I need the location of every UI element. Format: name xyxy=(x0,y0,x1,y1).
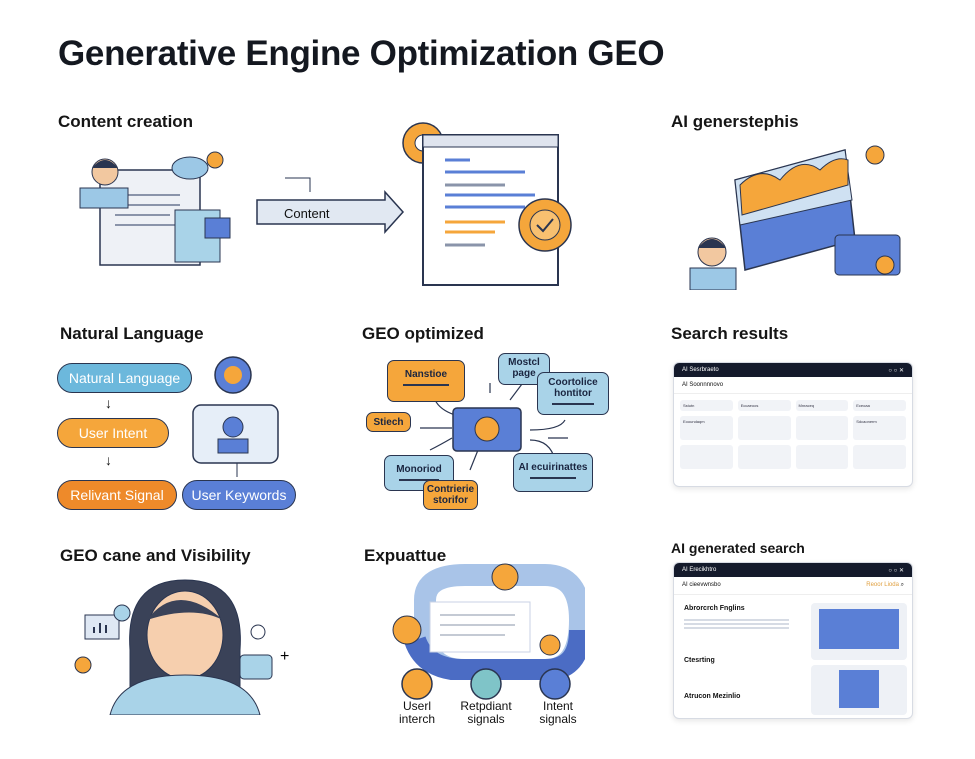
window-subtitle: AI Soonnnnovo xyxy=(682,382,724,388)
result-tiles: Sstutn Eccaeoos Mnraceq Eceoaa Eooundaqm… xyxy=(674,394,912,475)
feedback-loop-illustration xyxy=(392,563,585,680)
arrow-down-icon: ↓ xyxy=(105,452,112,468)
result-tile[interactable]: Eceoaa xyxy=(853,400,906,411)
section-title-ai-generated-search: AI generated search xyxy=(671,540,805,556)
arrow-down-icon: ↓ xyxy=(105,395,112,411)
result-tile[interactable] xyxy=(795,445,849,469)
geo-card-nanstioe: Nanstioe xyxy=(387,360,465,402)
result-tile[interactable]: Eooundaqm xyxy=(680,416,733,440)
result-tile-chart[interactable] xyxy=(737,445,791,469)
caption-retpdiant-signals: Retpdiant signals xyxy=(460,699,512,726)
content-arrow-label: Content xyxy=(284,206,330,221)
result-tile[interactable]: Eccaeoos xyxy=(737,400,791,411)
page-title: Generative Engine Optimization GEO xyxy=(58,34,665,73)
result-image xyxy=(811,665,907,715)
ai-gen-illustration xyxy=(689,145,901,290)
svg-text:+: + xyxy=(280,648,289,665)
result-tile-chart[interactable] xyxy=(853,445,906,469)
geo-card-ai-ecuirinattes: AI ecuirinattes xyxy=(513,453,593,492)
caption-intent-signals: Intent signals xyxy=(539,699,577,726)
caption-userl-interch: Userl interch xyxy=(398,699,436,726)
window-controls[interactable]: ○ ○ ✕ xyxy=(888,567,904,574)
result-tile[interactable] xyxy=(680,445,733,469)
geo-card-stiech: Stiech xyxy=(366,412,411,432)
geo-card-contrierie: Contrierie storifor xyxy=(423,480,478,510)
result-tile-chart[interactable] xyxy=(737,416,791,440)
nav-link[interactable]: Reoor xyxy=(866,582,883,588)
result-image xyxy=(811,603,907,660)
window-title: AI Erecikhtro xyxy=(682,567,717,573)
card-label: Monoriod xyxy=(396,464,442,475)
signal-icons xyxy=(401,668,571,700)
document-with-gears-illustration xyxy=(402,122,572,286)
pill-natural-language: Natural Language xyxy=(57,363,192,393)
window-title: AI Sesrbraeto xyxy=(682,367,719,373)
result-tile-chart[interactable] xyxy=(795,416,849,440)
search-icon[interactable]: ⌕ xyxy=(900,582,904,588)
geo-card-coortolice: Coortolice hontitor xyxy=(537,372,609,415)
search-results-window: AI Sesrbraeto ○ ○ ✕ AI Soonnnnovo Sstutn … xyxy=(673,362,913,487)
section-title-search-results: Search results xyxy=(671,324,789,343)
card-label: AI ecuirinattes xyxy=(518,462,588,473)
section-title-geo-optimized: GEO optimized xyxy=(362,324,484,343)
result-snippet xyxy=(684,617,789,631)
pill-relivant-signal: Relivant Signal xyxy=(57,480,177,510)
card-label: Coortolice hontitor xyxy=(548,377,598,399)
result-heading[interactable]: Ctesrting xyxy=(684,657,715,664)
pill-user-keywords: User Keywords xyxy=(182,480,296,510)
pill-user-intent: User Intent xyxy=(57,418,169,448)
section-title-ai-gen: AI generstephis xyxy=(671,112,799,131)
ai-search-window: AI Erecikhtro ○ ○ ✕ AI cieevwnsbo Reoor Li… xyxy=(673,562,913,719)
result-heading[interactable]: Abrorcrch Fnglins xyxy=(684,605,745,612)
user-search-illustration xyxy=(192,356,279,477)
section-title-content-creation: Content creation xyxy=(58,112,194,131)
content-arrow xyxy=(256,177,405,234)
result-tile[interactable]: Mnraceq xyxy=(795,400,849,411)
window-subtitle: AI cieevwnsbo xyxy=(682,582,721,588)
result-heading[interactable]: Atrucon Mezinlio xyxy=(684,693,741,700)
section-title-natural-language: Natural Language xyxy=(60,324,204,343)
content-creation-illustration xyxy=(79,151,231,266)
section-title-expuattue: Expuattue xyxy=(364,546,447,565)
card-label: Nanstioe xyxy=(404,369,448,380)
result-tile[interactable]: Sstutn xyxy=(680,400,733,411)
nav-link[interactable]: Lioda xyxy=(884,582,899,588)
result-tile[interactable]: Sdcaonerm xyxy=(853,416,906,440)
person-visibility-illustration: + xyxy=(74,579,289,715)
window-controls[interactable]: ○ ○ ✕ xyxy=(888,367,904,374)
section-title-geo-visibility: GEO cane and Visibility xyxy=(60,546,251,565)
